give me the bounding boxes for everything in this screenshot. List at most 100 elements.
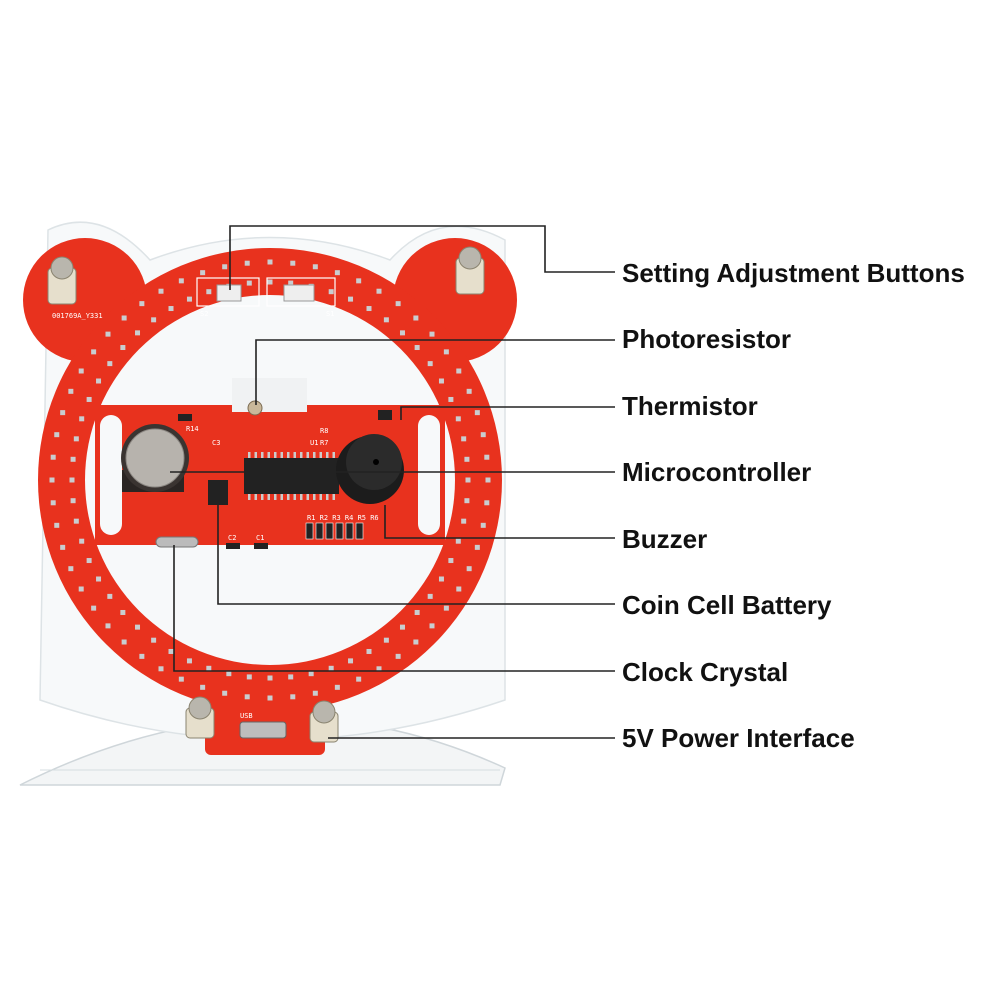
leader-thermistor — [400, 406, 615, 420]
led-pad — [226, 671, 232, 677]
leader-coin-cell — [217, 488, 615, 605]
led-pad — [70, 456, 76, 462]
chip-pin — [300, 494, 303, 500]
leader-photoresistor — [255, 339, 615, 405]
led-pad — [200, 684, 206, 690]
led-pad — [474, 544, 480, 550]
led-pad — [438, 576, 444, 582]
led-pad — [366, 306, 372, 312]
led-pad — [206, 289, 212, 295]
chip-pin — [267, 452, 270, 458]
silk-c1: C1 — [256, 534, 264, 542]
chip-pin — [326, 452, 329, 458]
silk-c3: C3 — [212, 439, 220, 447]
led-pad — [107, 593, 113, 599]
chip-pin — [293, 494, 296, 500]
chip-pin — [306, 452, 309, 458]
led-pad — [480, 522, 486, 528]
led-pad — [244, 260, 250, 266]
chip-pin — [261, 494, 264, 500]
silk-r14: R14 — [186, 425, 199, 433]
led-pad — [288, 674, 294, 680]
led-pad — [69, 477, 75, 483]
led-pad — [366, 648, 372, 654]
chip-pin — [326, 494, 329, 500]
led-pad — [395, 301, 401, 307]
led-pad — [135, 330, 141, 336]
led-pad — [464, 498, 470, 504]
label-setting-adjustment-buttons: Setting Adjustment Buttons — [622, 258, 965, 288]
led-pad — [151, 317, 157, 323]
led-pad — [178, 278, 184, 284]
usb-port — [239, 721, 287, 739]
led-pad — [68, 388, 74, 394]
led-pad — [200, 270, 206, 276]
led-pad — [222, 690, 228, 696]
c2-capacitor — [226, 543, 240, 549]
led-pad — [267, 259, 273, 265]
chip-pin — [254, 494, 257, 500]
chip-pin — [332, 494, 335, 500]
chip-pin — [267, 494, 270, 500]
silk-c2: C2 — [228, 534, 236, 542]
chip-pin — [254, 452, 257, 458]
led-pad — [91, 605, 97, 611]
led-pad — [312, 264, 318, 270]
led-pad — [414, 609, 420, 615]
led-pad — [443, 349, 449, 355]
led-pad — [105, 331, 111, 337]
led-pad — [139, 653, 145, 659]
led-pad — [348, 296, 354, 302]
led-pad — [135, 624, 141, 630]
led-pad — [376, 288, 382, 294]
resistor — [325, 522, 334, 540]
led-pad — [60, 544, 66, 550]
leader-clock-crystal — [173, 545, 615, 672]
led-pad — [49, 477, 55, 483]
leader-lines — [170, 225, 615, 739]
led-pad — [456, 368, 462, 374]
led-pad — [73, 518, 79, 524]
chip-pin — [287, 452, 290, 458]
label-thermistor: Thermistor — [622, 391, 758, 421]
silk-u1: U1 — [310, 439, 318, 447]
led-pad — [413, 315, 419, 321]
chip-pin — [280, 494, 283, 500]
led-pad — [455, 538, 461, 544]
led-pad — [50, 500, 56, 506]
chip-pin — [274, 494, 277, 500]
chip-pin — [300, 452, 303, 458]
led-pad — [186, 658, 192, 664]
led-pad — [429, 331, 435, 337]
led-pad — [456, 586, 462, 592]
led-pad — [96, 576, 102, 582]
resistor — [315, 522, 324, 540]
buzzer-part — [336, 434, 404, 504]
label-buzzer: Buzzer — [622, 524, 707, 554]
led-pad — [466, 388, 472, 394]
led-pad — [86, 558, 92, 564]
chip-pin — [319, 452, 322, 458]
led-pad — [413, 639, 419, 645]
led-pad — [356, 676, 362, 682]
led-pad — [427, 361, 433, 367]
microcontroller-part: U1 — [244, 439, 339, 500]
silk-board-id: 001769A_Y331 — [52, 312, 103, 320]
thermistor-part — [378, 410, 392, 420]
led-pad — [120, 345, 126, 351]
led-pad — [485, 477, 491, 483]
led-pad — [334, 270, 340, 276]
led-pad — [186, 296, 192, 302]
led-pad — [484, 500, 490, 506]
chip-pin — [274, 452, 277, 458]
label-clock-crystal: Clock Crystal — [622, 657, 788, 687]
led-pad — [356, 278, 362, 284]
led-pad — [455, 416, 461, 422]
standoff-nuts — [47, 246, 485, 743]
label-microcontroller: Microcontroller — [622, 457, 811, 487]
led-pad — [121, 639, 127, 645]
led-pad — [474, 410, 480, 416]
led-pad — [60, 410, 66, 416]
leader-buzzer — [384, 505, 615, 539]
